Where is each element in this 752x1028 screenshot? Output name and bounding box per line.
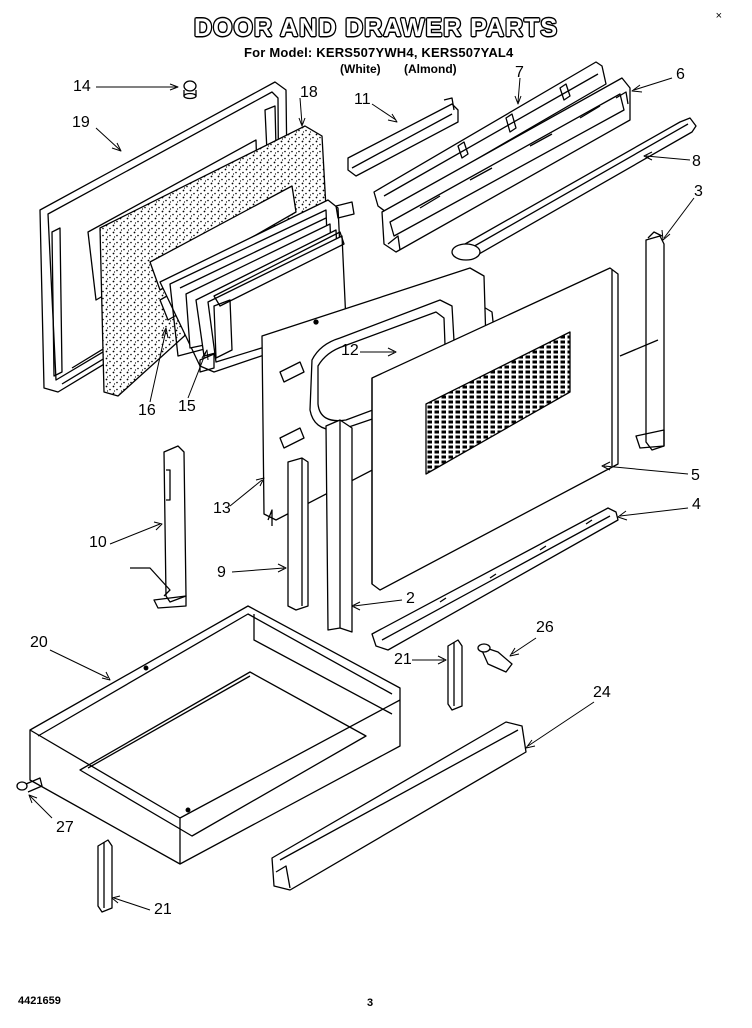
callout-hinge: 10 — [89, 534, 107, 551]
storage-drawer — [30, 606, 400, 864]
door-hinge — [130, 446, 186, 608]
vent-bracket — [348, 98, 458, 176]
door-bottom-channel — [372, 508, 618, 650]
model-subtitle: For Model: KERS507YWH4, KERS507YAL4 — [244, 45, 514, 60]
variant-almond: (Almond) — [404, 62, 457, 76]
callout-drawer: 20 — [30, 634, 48, 651]
callout-glass-pack-a: 16 — [138, 402, 156, 419]
callout-roller: 26 — [536, 619, 554, 636]
drawer-slide-rail-lower — [98, 840, 112, 912]
callout-top-channel: 6 — [676, 66, 685, 83]
callout-outer-panel: 5 — [691, 467, 700, 484]
door-side-trim — [326, 420, 352, 632]
callout-slide-rail-lower: 21 — [154, 901, 172, 918]
drawer-screw — [17, 778, 42, 792]
callout-bumper: 14 — [73, 78, 91, 95]
callout-side-channel: 3 — [694, 183, 703, 200]
door-handle-rod — [452, 118, 696, 260]
leader-lines — [29, 78, 694, 910]
corner-mark: × — [715, 10, 722, 22]
callout-handle-rod: 8 — [692, 153, 701, 170]
callout-glass-pack-b: 15 — [178, 398, 196, 415]
callout-side-piece: 9 — [217, 564, 226, 581]
callout-vent-bracket: 11 — [354, 91, 371, 108]
callout-drawer-front: 24 — [593, 684, 611, 701]
callout-insulation: 18 — [300, 84, 318, 101]
door-top-channel — [382, 78, 630, 252]
drawer-roller — [478, 644, 512, 672]
callout-outer-frame: 19 — [72, 114, 90, 131]
callout-drawer-screw: 27 — [56, 819, 74, 836]
door-side-channel — [620, 232, 664, 450]
callout-window-glass: 12 — [341, 342, 359, 359]
outer-door-panel — [372, 268, 618, 590]
callout-bottom-channel: 4 — [692, 496, 701, 513]
drawer-front-panel — [272, 722, 526, 890]
variant-white: (White) — [340, 62, 381, 76]
bumper-part — [184, 81, 196, 99]
callout-side-trim: 2 — [406, 590, 415, 607]
drawer-slide-rail-upper — [448, 640, 462, 710]
callout-door-liner: 13 — [213, 500, 231, 517]
document-number: 4421659 — [18, 995, 61, 1007]
door-side-piece — [288, 458, 308, 610]
page-number: 3 — [367, 997, 374, 1009]
door-vent-strip — [374, 62, 606, 212]
callout-slide-rail-upper: 21 — [394, 651, 412, 668]
page-title: DOOR AND DRAWER PARTS — [193, 14, 559, 42]
callout-vent-strip: 7 — [515, 64, 524, 81]
